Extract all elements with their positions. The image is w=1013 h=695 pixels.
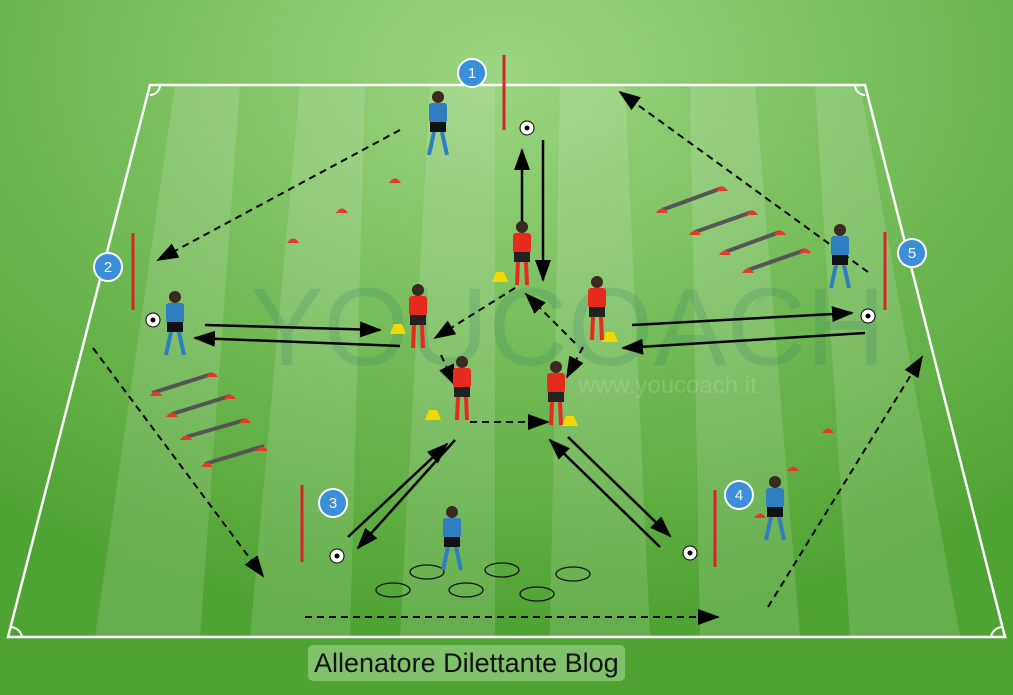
svg-text:4: 4 — [735, 487, 743, 504]
station-badge-1: 1 — [457, 58, 487, 88]
hurdles — [151, 186, 806, 466]
station-badge-3: 3 — [318, 488, 348, 518]
solid-arrows — [193, 140, 866, 550]
station-badges: 1 2 3 4 5 — [93, 58, 927, 518]
svg-text:5: 5 — [908, 245, 916, 262]
svg-text:YOUCOACH: YOUCOACH — [250, 266, 886, 389]
dashed-arrows — [92, 90, 924, 625]
poles — [131, 55, 887, 567]
svg-text:www.youcoach.it: www.youcoach.it — [577, 372, 757, 399]
station-badge-5: 5 — [897, 238, 927, 268]
agility-rings — [375, 562, 591, 602]
svg-text:2: 2 — [104, 259, 112, 276]
station-badge-4: 4 — [724, 480, 754, 510]
watermark: YOUCOACH ® www.youcoach.it — [250, 266, 886, 399]
svg-text:1: 1 — [468, 65, 476, 82]
blog-caption: Allenatore Dilettante Blog — [308, 645, 625, 681]
svg-text:3: 3 — [329, 495, 337, 512]
field-boundary — [6, 83, 1007, 639]
station-badge-2: 2 — [93, 252, 123, 282]
svg-text:®: ® — [755, 292, 767, 309]
corner-arcs — [9, 84, 1004, 638]
